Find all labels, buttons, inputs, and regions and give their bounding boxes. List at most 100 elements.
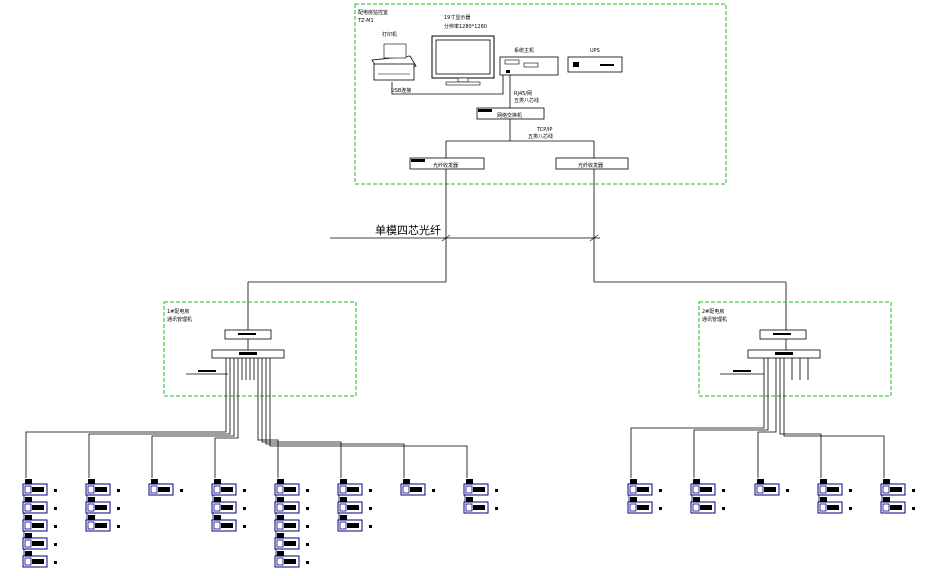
left-meter-4-1 <box>211 479 246 496</box>
fiber-tick-left <box>441 234 451 242</box>
meter-dot-icon <box>912 489 915 492</box>
substation-2-power-marker <box>733 370 751 372</box>
meter-dot-icon <box>306 507 309 510</box>
left-bus-line-6 <box>261 358 342 478</box>
host-cable-spec: 五类八芯线 <box>514 97 539 104</box>
converter-left-indicator <box>411 159 425 162</box>
meter-dot-icon <box>786 489 789 492</box>
left-bus-line-1 <box>25 358 227 478</box>
meter-dot-icon <box>306 543 309 546</box>
meter-dot-icon <box>495 507 498 510</box>
left-meter-1-3 <box>22 515 57 532</box>
ups-label: UPS <box>590 48 600 54</box>
left-meter-1-1 <box>22 479 57 496</box>
switch-indicator <box>478 109 492 112</box>
left-meter-4-2 <box>211 497 246 514</box>
meter-dot-icon <box>306 561 309 564</box>
meter-dot-icon <box>659 507 662 510</box>
substation-2-subtitle: 通讯管理机 <box>702 316 727 323</box>
left-meter-5-3 <box>274 515 309 532</box>
meter-dot-icon <box>54 525 57 528</box>
left-bus-line-5 <box>257 358 279 478</box>
meter-dot-icon <box>117 489 120 492</box>
left-meter-5-4 <box>274 533 309 550</box>
right-meter-5-2 <box>880 497 915 514</box>
left-meter-5-2 <box>274 497 309 514</box>
substation-1-converter-indicator <box>238 333 256 335</box>
left-meter-5-1 <box>274 479 309 496</box>
fiber-label: 单模四芯光纤 <box>375 223 441 237</box>
meter-dot-icon <box>54 543 57 546</box>
meter-dot-icon <box>369 525 372 528</box>
fiber-converter-left <box>409 157 485 170</box>
printer-icon <box>371 43 417 81</box>
meter-dot-icon <box>54 561 57 564</box>
converter-left-label: 光纤收发器 <box>433 162 458 169</box>
left-meter-7-1 <box>400 479 435 496</box>
host-cable-label: RJ45/网 <box>514 91 532 97</box>
meter-dot-icon <box>54 507 57 510</box>
converter-right-label: 光纤收发器 <box>578 162 603 169</box>
switch-cable-spec: 五类八芯线 <box>528 133 553 140</box>
right-bus-line-2 <box>693 358 769 478</box>
left-meter-6-1 <box>337 479 372 496</box>
host-label: 系统主机 <box>514 47 534 54</box>
network-switch <box>476 107 545 120</box>
left-bus-line-3 <box>151 358 235 478</box>
monitor-resolution: 分辨率1280*1280 <box>444 23 487 30</box>
switch-label: 网络交换机 <box>497 112 522 119</box>
left-meter-2-3 <box>85 515 120 532</box>
right-meter-1-1 <box>627 479 662 496</box>
meter-dot-icon <box>659 489 662 492</box>
left-meter-1-2 <box>22 497 57 514</box>
substation-2-title: 2#配电房 <box>702 308 724 315</box>
substation-1-title: 1#配电房 <box>167 308 189 315</box>
meter-dot-icon <box>912 507 915 510</box>
left-bus-line-2 <box>88 358 231 478</box>
substation-2-boundary <box>698 301 892 397</box>
left-bus-line-7 <box>265 358 405 478</box>
substation-1-subtitle: 通讯管理机 <box>167 316 192 323</box>
monitor-label: 19寸显示器 <box>444 14 470 21</box>
meter-dot-icon <box>180 489 183 492</box>
substation-1-boundary <box>163 301 357 397</box>
left-meter-4-3 <box>211 515 246 532</box>
ups-icon <box>567 56 623 73</box>
meter-groups <box>22 479 915 568</box>
meter-dot-icon <box>117 525 120 528</box>
meter-dot-icon <box>849 507 852 510</box>
control-room-title: 配电房监控室 <box>358 9 388 16</box>
substation-2-manager-indicator <box>775 352 793 355</box>
printer-cable-label: USB连接 <box>391 87 411 94</box>
meter-dot-icon <box>432 489 435 492</box>
substation-2-converter-indicator <box>773 333 791 335</box>
left-meter-6-3 <box>337 515 372 532</box>
meter-dot-icon <box>722 507 725 510</box>
meter-dot-icon <box>849 489 852 492</box>
right-meter-2-2 <box>690 497 725 514</box>
left-meter-8-2 <box>463 497 498 514</box>
substation-1-manager-indicator <box>239 352 257 355</box>
meter-dot-icon <box>369 489 372 492</box>
left-meter-1-4 <box>22 533 57 550</box>
left-meter-3-1 <box>148 479 183 496</box>
meter-dot-icon <box>243 489 246 492</box>
left-bus-line-8 <box>269 358 468 478</box>
control-room-boundary <box>354 3 727 185</box>
left-meter-1-5 <box>22 551 57 568</box>
right-bus-line-3 <box>757 358 777 478</box>
right-meter-2-1 <box>690 479 725 496</box>
meter-dot-icon <box>243 507 246 510</box>
fiber-tick-right <box>589 234 599 242</box>
left-meter-2-2 <box>85 497 120 514</box>
fiber-converter-right <box>555 157 629 170</box>
left-meter-2-1 <box>85 479 120 496</box>
control-room-model: TZ-M1 <box>357 18 374 24</box>
right-bus-line-5 <box>783 358 885 478</box>
monitor-icon <box>431 35 495 86</box>
left-meter-5-5 <box>274 551 309 568</box>
right-bus-line-1 <box>630 358 765 478</box>
left-bus-line-4 <box>214 358 239 478</box>
rs485-buses <box>23 358 885 556</box>
